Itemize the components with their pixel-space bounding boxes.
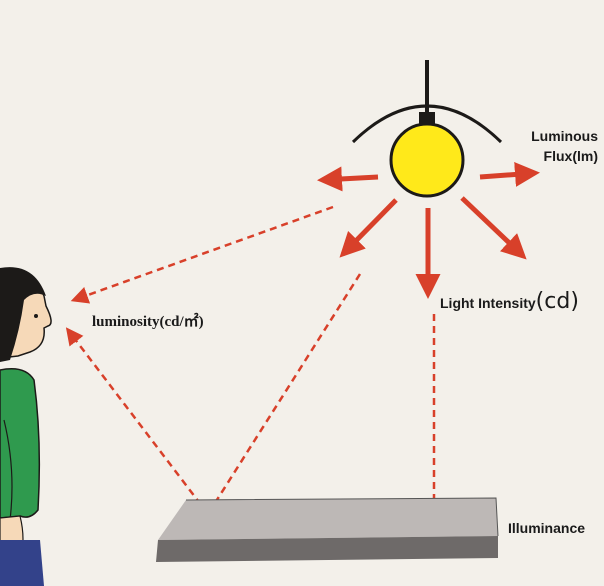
luminosity-label: luminosity(cd/㎡) [92,314,204,330]
person-icon [0,267,52,586]
light-paths [65,205,443,526]
direct-path-to-eye [70,205,334,304]
light-intensity-unit: (cd) [535,289,579,314]
flux-arrow-down-right [460,196,527,260]
luminous-flux-label: Luminous Flux(lm) [531,126,598,166]
flux-arrows [317,161,540,299]
surface-icon [156,497,499,562]
flux-arrow-left [317,166,379,192]
light-intensity-text: Light Intensity [440,295,536,311]
illuminance-label: Illuminance [508,520,586,536]
flux-arrow-right [479,161,540,187]
flux-arrow-down-left [339,198,398,258]
light-intensity-label: Light Intensity(cd) [440,289,579,314]
path-lamp-to-surface [206,273,362,515]
lamp-icon [351,60,503,198]
luminous-flux-label-line1: Luminous [531,128,598,144]
reflected-path-to-eye [65,327,209,515]
luminous-flux-label-line2: Flux(lm) [543,148,598,164]
